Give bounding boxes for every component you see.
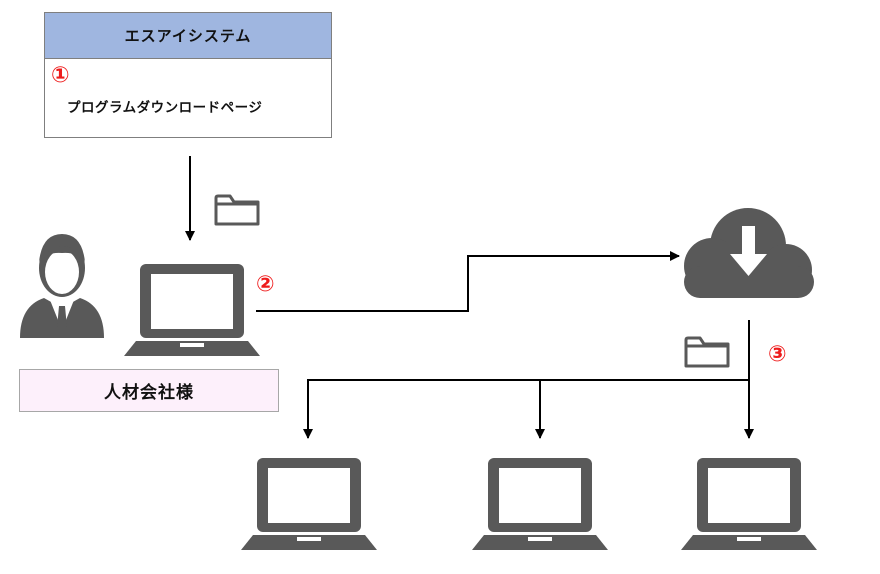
step-two-marker: ②	[256, 272, 275, 297]
device-laptop-icon-2	[472, 458, 608, 550]
step-three-marker: ③	[768, 342, 787, 367]
folder-icon	[684, 336, 730, 368]
system-box: エスアイシステム ① プログラムダウンロードページ	[44, 12, 332, 138]
client-laptop-icon	[124, 264, 260, 356]
step-one-marker: ①	[51, 63, 70, 88]
device-laptop-icon-3	[681, 458, 817, 550]
device-laptop-icon-1	[241, 458, 377, 550]
client-label-box: 人材会社様	[19, 369, 279, 412]
businessman-icon	[20, 234, 104, 338]
system-body: ① プログラムダウンロードページ	[45, 59, 331, 139]
folder-icon	[214, 194, 260, 226]
cloud-download-icon	[684, 208, 814, 298]
download-page-label: プログラムダウンロードページ	[67, 100, 263, 116]
arrow-client-to-cloud	[256, 251, 680, 312]
system-title: エスアイシステム	[45, 13, 331, 59]
